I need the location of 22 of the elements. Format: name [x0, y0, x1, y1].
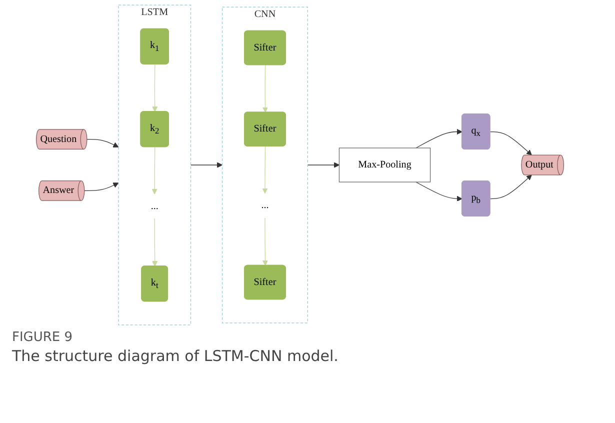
figure-label: FIGURE 9: [12, 330, 74, 345]
node-text: Output: [525, 159, 554, 170]
node-text: Question: [40, 134, 77, 144]
arrow: [262, 64, 268, 113]
arrow: [262, 146, 268, 194]
arrow: [190, 162, 222, 168]
arrow: [152, 146, 158, 194]
node-text: ...: [261, 200, 269, 211]
arrow: [416, 182, 462, 202]
caption: The structure diagram of LSTM-CNN model.: [12, 347, 340, 365]
arrow: [307, 162, 340, 168]
arrow: [152, 64, 158, 112]
node-text: ...: [150, 200, 158, 212]
arrow: [490, 174, 532, 200]
node-box: Max-Pooling: [338, 148, 431, 182]
arrow: [416, 128, 462, 148]
arrow: [84, 182, 119, 191]
arrow: [152, 218, 158, 266]
arrow: [86, 139, 119, 148]
arrow: [490, 131, 532, 156]
node-text: Answer: [42, 185, 74, 196]
arrow: [262, 218, 268, 266]
